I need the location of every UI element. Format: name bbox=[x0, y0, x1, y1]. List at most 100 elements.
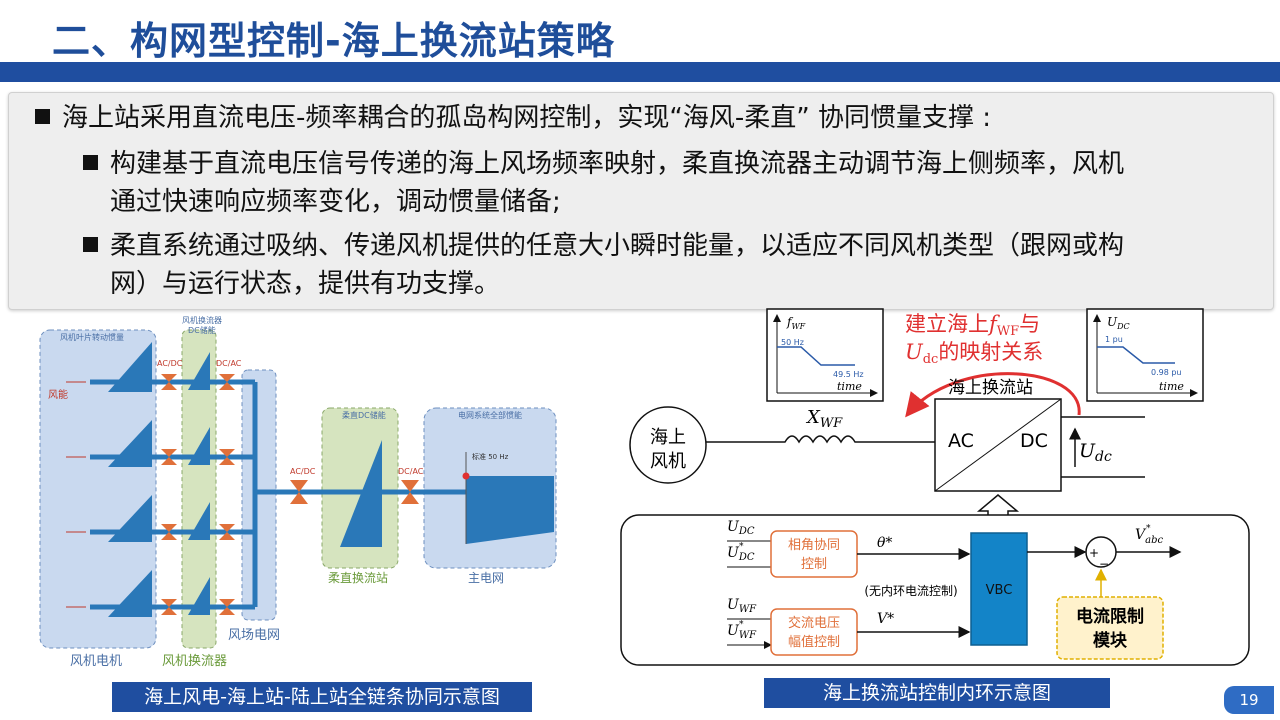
wind-grid-label: 风场电网 bbox=[228, 628, 280, 643]
square-bullet-icon bbox=[35, 109, 50, 124]
page-number: 19 bbox=[1224, 686, 1274, 714]
main-grid-reservoir bbox=[466, 476, 554, 544]
svg-text:控制: 控制 bbox=[801, 557, 827, 572]
square-bullet-icon bbox=[83, 155, 98, 170]
udc-time-label: time bbox=[1159, 380, 1184, 393]
svg-text:XWF: XWF bbox=[805, 407, 843, 431]
valve-dcac-3 bbox=[219, 524, 235, 540]
turbine-inertia-tank-4 bbox=[108, 570, 152, 617]
bullet-sub-2-continued: 网）与运行状态，提供有功支撑。 bbox=[110, 269, 501, 299]
svg-text:+: + bbox=[1089, 546, 1099, 560]
svg-text:−: − bbox=[1099, 557, 1109, 571]
valve-acdc-1 bbox=[161, 374, 177, 390]
acdc-label-top: AC/DC bbox=[157, 359, 183, 368]
acdc-label-main: AC/DC bbox=[290, 467, 316, 476]
svg-text:UDC: UDC bbox=[727, 545, 755, 563]
standard-freq-label: 标准 50 Hz bbox=[472, 452, 509, 461]
current-limit-block bbox=[1056, 596, 1164, 660]
valve-acdc-4 bbox=[161, 599, 177, 615]
svg-text:UWF: UWF bbox=[727, 623, 757, 641]
hvdc-dc-storage-label: 柔直DC储能 bbox=[342, 410, 386, 420]
inductor-line bbox=[706, 435, 935, 444]
valve-acdc-2 bbox=[161, 449, 177, 465]
main-grid-label: 主电网 bbox=[468, 571, 504, 585]
rotor-inertia-label: 风机叶片转动惯量 bbox=[60, 332, 124, 342]
svg-text:VBC: VBC bbox=[986, 583, 1013, 598]
bullet-sub-1-continued: 通过快速响应频率变化，调动惯量储备; bbox=[110, 187, 561, 217]
left-diagram-caption: 海上风电-海上站-陆上站全链条协同示意图 bbox=[112, 682, 532, 712]
page-title: 二、构网型控制-海上换流站策略 bbox=[52, 19, 615, 63]
grid-inertia-label: 电网系统全部惯能 bbox=[458, 410, 522, 420]
wind-turbine-region bbox=[39, 329, 157, 649]
station-label: 海上换流站 bbox=[948, 378, 1033, 398]
no-inner-loop-label: (无内环电流控制) bbox=[864, 584, 957, 598]
title-underline-bar bbox=[0, 62, 1280, 82]
svg-text:*: * bbox=[739, 620, 744, 630]
valve-dcac-4 bbox=[219, 599, 235, 615]
svg-text:幅值控制: 幅值控制 bbox=[788, 634, 840, 650]
vbc-block bbox=[970, 532, 1028, 646]
svg-text:UDC: UDC bbox=[727, 519, 755, 537]
valve-dcac-main bbox=[401, 480, 419, 504]
dc-storage-label: DC储能 bbox=[188, 325, 216, 335]
valve-acdc-3 bbox=[161, 524, 177, 540]
udc-end-label: 0.98 pu bbox=[1151, 368, 1182, 377]
square-bullet-icon bbox=[83, 237, 98, 252]
converter-dc-tank-2 bbox=[188, 427, 210, 465]
dc-label: DC bbox=[1020, 430, 1048, 452]
converter-dc-tank-1 bbox=[188, 352, 210, 390]
svg-text:模块: 模块 bbox=[1093, 630, 1128, 651]
chain-coordination-diagram: 风机叶片转动惯量 风能 风机换流器 DC储能 AC/DC DC/AC AC/DC… bbox=[39, 315, 557, 669]
dcac-label-top: DC/AC bbox=[216, 359, 242, 368]
offshore-wind-turbine-node bbox=[629, 406, 707, 484]
turbine-converter-region bbox=[181, 329, 217, 649]
svg-text:交流电压: 交流电压 bbox=[788, 615, 840, 631]
bullet-sub-2: 柔直系统通过吸纳、传递风机提供的任意大小瞬时能量，以适应不同风机类型（跟网或构 bbox=[83, 227, 1124, 265]
valve-dcac-1 bbox=[219, 374, 235, 390]
converter-dc-tank-4 bbox=[188, 577, 210, 615]
svg-text:fWF: fWF bbox=[786, 315, 806, 331]
udc-curve bbox=[1097, 346, 1175, 364]
standard-freq-marker bbox=[462, 472, 470, 480]
fwf-start-label: 50 Hz bbox=[781, 338, 804, 347]
ac-label: AC bbox=[948, 430, 974, 452]
converter-control-diagram: fWF 50 Hz 49.5 Hz time UDC 1 pu 0.98 pu … bbox=[620, 308, 1250, 666]
mapping-text-line1: 建立海上fWF与 bbox=[905, 312, 1040, 339]
right-diagram-caption: 海上换流站控制内环示意图 bbox=[764, 678, 1110, 708]
turbine-inertia-tank-1 bbox=[108, 342, 152, 392]
theta-label: θ* bbox=[877, 535, 892, 551]
wind-grid-region bbox=[241, 369, 277, 621]
offshore-wt-line1: 海上 bbox=[650, 427, 686, 448]
valve-dcac-2 bbox=[219, 449, 235, 465]
udc-voltage-chart: UDC 1 pu 0.98 pu time bbox=[1086, 308, 1204, 402]
turbine-inertia-tank-2 bbox=[108, 420, 152, 467]
svg-text:电流限制: 电流限制 bbox=[1076, 606, 1144, 627]
svg-text:UWF: UWF bbox=[727, 597, 757, 615]
wind-energy-label: 风能 bbox=[48, 388, 68, 401]
svg-text:*: * bbox=[739, 542, 744, 552]
fwf-curve bbox=[777, 346, 855, 366]
hvdc-station-label: 柔直换流站 bbox=[328, 571, 388, 585]
wind-energy-arrows bbox=[66, 381, 86, 608]
turbine-converter-label: 风机换流器 bbox=[162, 654, 227, 669]
fwf-end-label: 49.5 Hz bbox=[833, 370, 864, 379]
v-label: V* bbox=[877, 611, 894, 627]
mapping-text-line2: Udc的映射关系 bbox=[905, 340, 1043, 367]
turbine-inertia-tank-3 bbox=[108, 495, 152, 542]
fwf-time-label: time bbox=[837, 380, 862, 393]
udc-start-label: 1 pu bbox=[1105, 335, 1123, 344]
offshore-wt-line2: 风机 bbox=[650, 451, 686, 472]
hvdc-dc-storage-tank bbox=[340, 440, 382, 547]
bullet-main: 海上站采用直流电压-频率耦合的孤岛构网控制，实现“海风-柔直” 协同惯量支撑 : bbox=[35, 99, 991, 137]
wind-turbine-label: 风机电机 bbox=[70, 654, 122, 669]
svg-text:相角协同: 相角协同 bbox=[788, 538, 840, 553]
bullet-sub-1: 构建基于直流电压信号传递的海上风场频率映射，柔直换流器主动调节海上侧频率，风机 bbox=[83, 145, 1124, 183]
bullet-panel: 海上站采用直流电压-频率耦合的孤岛构网控制，实现“海风-柔直” 协同惯量支撑 :… bbox=[8, 92, 1274, 310]
fwf-frequency-chart: fWF 50 Hz 49.5 Hz time bbox=[766, 308, 884, 402]
dcac-label-main: DC/AC bbox=[398, 467, 424, 476]
converter-top-label: 风机换流器 bbox=[182, 315, 222, 325]
svg-text:Udc: Udc bbox=[1079, 440, 1112, 465]
dc-lines bbox=[1061, 416, 1145, 478]
valve-acdc-main bbox=[290, 480, 308, 504]
svg-text:UDC: UDC bbox=[1107, 315, 1130, 331]
